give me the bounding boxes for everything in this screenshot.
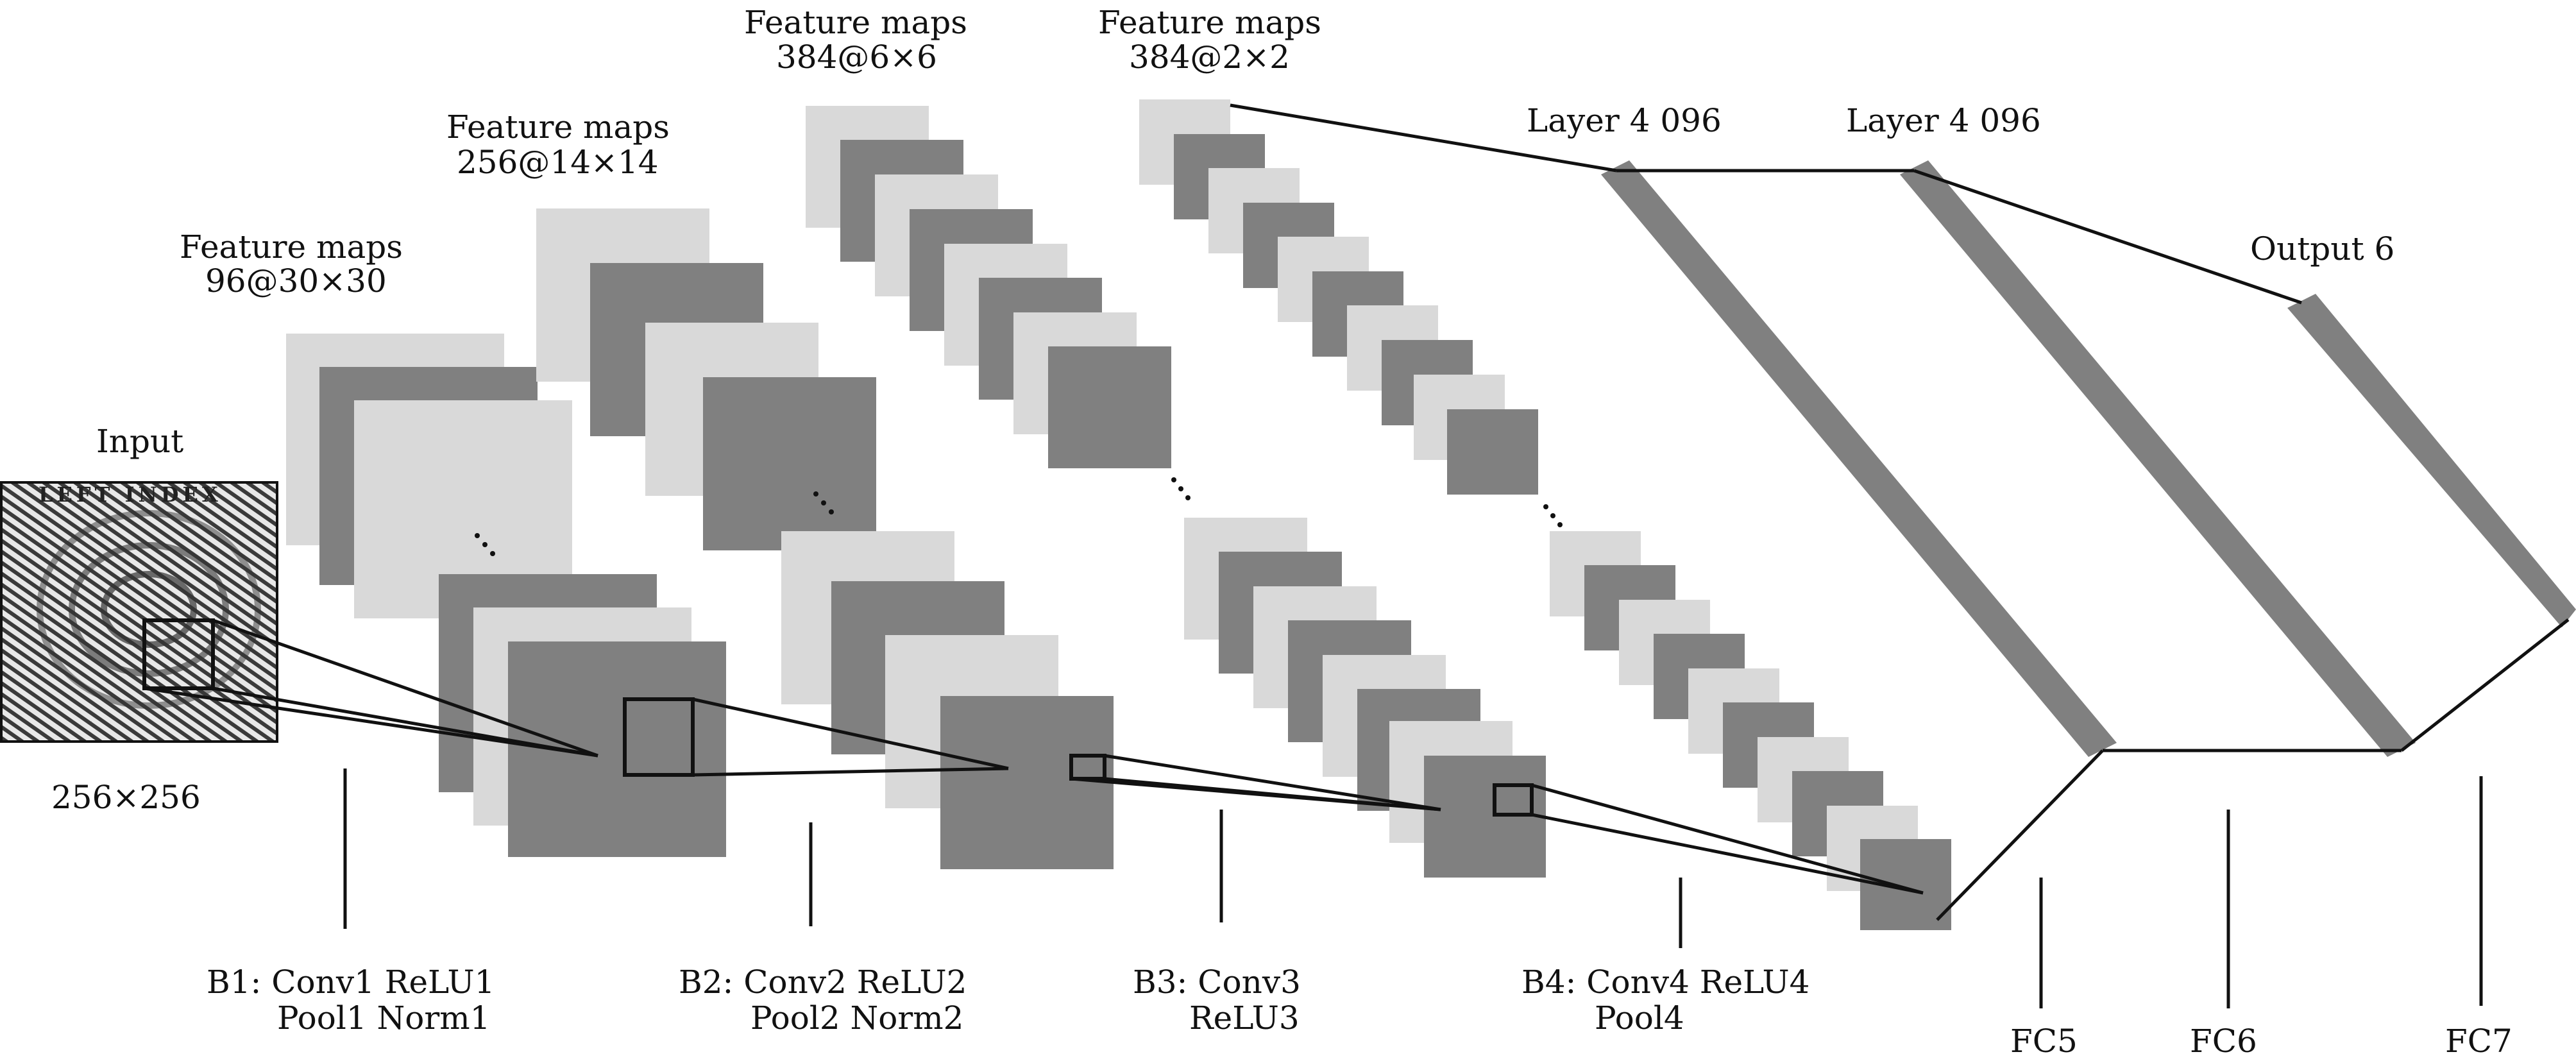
fm1-title: Feature maps	[180, 228, 403, 266]
input-image-text: LEFT INDEX	[38, 482, 222, 507]
fm2-dims: 256@14×14	[457, 144, 659, 181]
fc5-label: FC5	[2010, 1023, 2078, 1060]
b3-label-line2: ReLU3	[1189, 999, 1300, 1037]
b3-label-line1: B3: Conv3	[1133, 963, 1301, 1001]
b2-label-line1: B2: Conv2 ReLU2	[679, 963, 967, 1001]
fc6-label: FC6	[2190, 1023, 2257, 1060]
fc-output-layer	[2287, 294, 2576, 627]
input-label: Input	[96, 423, 183, 460]
b4-label-line1: B4: Conv4 ReLU4	[1521, 963, 1809, 1001]
fc-layer2-label: Layer 4 096	[1846, 102, 2041, 139]
feature-maps-stage3	[806, 106, 1546, 878]
b4-label-line2: Pool4	[1595, 999, 1684, 1037]
fm3-title: Feature maps	[744, 4, 967, 41]
block-pointer-lines	[343, 768, 2483, 1008]
fm4-dims: 384@2×2	[1129, 38, 1290, 76]
fc-output-label: Output 6	[2250, 230, 2394, 267]
fc-layer1-label: Layer 4 096	[1527, 102, 1722, 139]
feature-maps-stage2	[536, 208, 1114, 869]
fm1-dims: 96@30×30	[205, 262, 387, 300]
connection-lines	[144, 103, 2570, 921]
fc-layer-2	[1900, 160, 2416, 757]
fm3-dims: 384@6×6	[776, 38, 937, 76]
fm4-title: Feature maps	[1098, 4, 1321, 41]
input-size-label: 256×256	[51, 779, 201, 816]
b1-label-line2: Pool1 Norm1	[277, 999, 491, 1037]
fc7-label: FC7	[2445, 1023, 2512, 1060]
b1-label-line1: B1: Conv1 ReLU1	[207, 963, 495, 1001]
feature-maps-stage4	[1139, 99, 1951, 930]
fm2-title: Feature maps	[446, 108, 670, 146]
input-image: LEFT INDEX	[0, 481, 278, 743]
b2-label-line2: Pool2 Norm2	[750, 999, 964, 1037]
fc-layer-1	[1601, 160, 2117, 757]
feature-maps-stage1	[286, 334, 726, 857]
